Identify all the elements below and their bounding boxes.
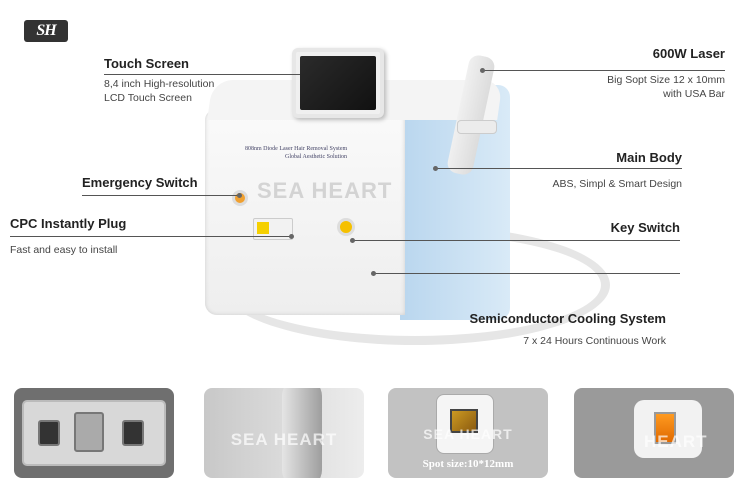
callout-desc: Big Sopt Size 12 x 10mm with USA Bar	[607, 73, 725, 101]
socket-icon	[122, 420, 144, 446]
thumbnail-handpiece-tip: HEART	[574, 388, 734, 478]
touch-screen	[292, 48, 384, 118]
machine-label-line-1: 808nm Diode Laser Hair Removal System	[245, 146, 348, 152]
socket-panel	[22, 400, 166, 466]
callout-title: Main Body	[616, 150, 682, 165]
leader-line	[10, 236, 292, 237]
cpc-plug	[253, 218, 293, 240]
callout-desc: Fast and easy to install	[10, 244, 118, 256]
callout-desc-line: with USA Bar	[663, 88, 725, 100]
socket-icon	[74, 412, 104, 452]
leader-dot	[433, 166, 438, 171]
key-switch-icon	[337, 218, 355, 236]
callout-desc-line: 8,4 inch High-resolution	[104, 78, 215, 90]
callout-desc: 7 x 24 Hours Continuous Work	[523, 335, 666, 347]
leader-dot	[289, 234, 294, 239]
thumbnail-handpiece-closeup: SEA HEART	[204, 388, 364, 478]
leader-dot	[237, 193, 242, 198]
machine-label: 808nm Diode Laser Hair Removal System Gl…	[245, 145, 395, 161]
callout-title: Key Switch	[610, 220, 680, 235]
callout-cpc-plug: CPC Instantly Plug Fast and easy to inst…	[10, 216, 126, 257]
leader-line	[436, 168, 682, 169]
machine-watermark: SEA HEART	[257, 178, 393, 203]
callout-cooling-system: Semiconductor Cooling System 7 x 24 Hour…	[470, 311, 666, 348]
leader-line	[352, 240, 680, 241]
thumbnail-spot-size: SEA HEART Spot size:10*12mm	[388, 388, 548, 478]
handpiece-image	[634, 400, 702, 458]
warning-label-icon	[257, 222, 269, 234]
leader-dot	[480, 68, 485, 73]
callout-title: Emergency Switch	[82, 175, 198, 190]
callout-desc-line: Big Sopt Size 12 x 10mm	[607, 74, 725, 86]
machine-label-line-2: Global Aesthetic Solution	[285, 154, 347, 160]
leader-dot	[371, 271, 376, 276]
callout-laser: 600W Laser Big Sopt Size 12 x 10mm with …	[607, 46, 725, 101]
handpiece-image	[436, 394, 494, 454]
thumbnail-cpc-socket	[14, 388, 174, 478]
callout-emergency-switch: Emergency Switch	[82, 175, 198, 190]
callout-key-switch: Key Switch	[611, 220, 680, 235]
socket-icon	[38, 420, 60, 446]
laser-window	[654, 412, 676, 444]
callout-title: 600W Laser	[652, 46, 725, 61]
callout-desc: ABS, Simpl & Smart Design	[552, 178, 682, 190]
callout-desc-line: LCD Touch Screen	[104, 92, 192, 104]
callout-title: Touch Screen	[104, 56, 190, 71]
callout-title: Semiconductor Cooling System	[469, 311, 666, 326]
touch-screen-glass	[300, 56, 376, 110]
laser-machine-illustration: 808nm Diode Laser Hair Removal System Gl…	[205, 30, 610, 360]
handpiece-holder	[457, 120, 497, 134]
brand-logo: SH	[24, 20, 68, 42]
laser-window	[450, 409, 478, 433]
callout-touch-screen: Touch Screen 8,4 inch High-resolution LC…	[104, 56, 214, 105]
leader-line	[374, 273, 680, 274]
handpiece-image	[282, 388, 322, 478]
leader-line	[482, 70, 725, 71]
leader-line	[82, 195, 240, 196]
emergency-switch-icon	[232, 190, 248, 206]
thumbnail-watermark: SEA HEART	[423, 426, 513, 442]
leader-line	[104, 74, 300, 75]
leader-dot	[350, 238, 355, 243]
callout-desc: 8,4 inch High-resolution LCD Touch Scree…	[104, 77, 214, 105]
spot-size-caption: Spot size:10*12mm	[422, 458, 514, 470]
callout-title: CPC Instantly Plug	[10, 216, 127, 231]
thumbnail-watermark: HEART	[644, 432, 708, 451]
callout-main-body: Main Body ABS, Simpl & Smart Design	[552, 150, 682, 191]
main-body-front	[205, 110, 405, 315]
thumbnail-watermark: SEA HEART	[230, 430, 338, 449]
